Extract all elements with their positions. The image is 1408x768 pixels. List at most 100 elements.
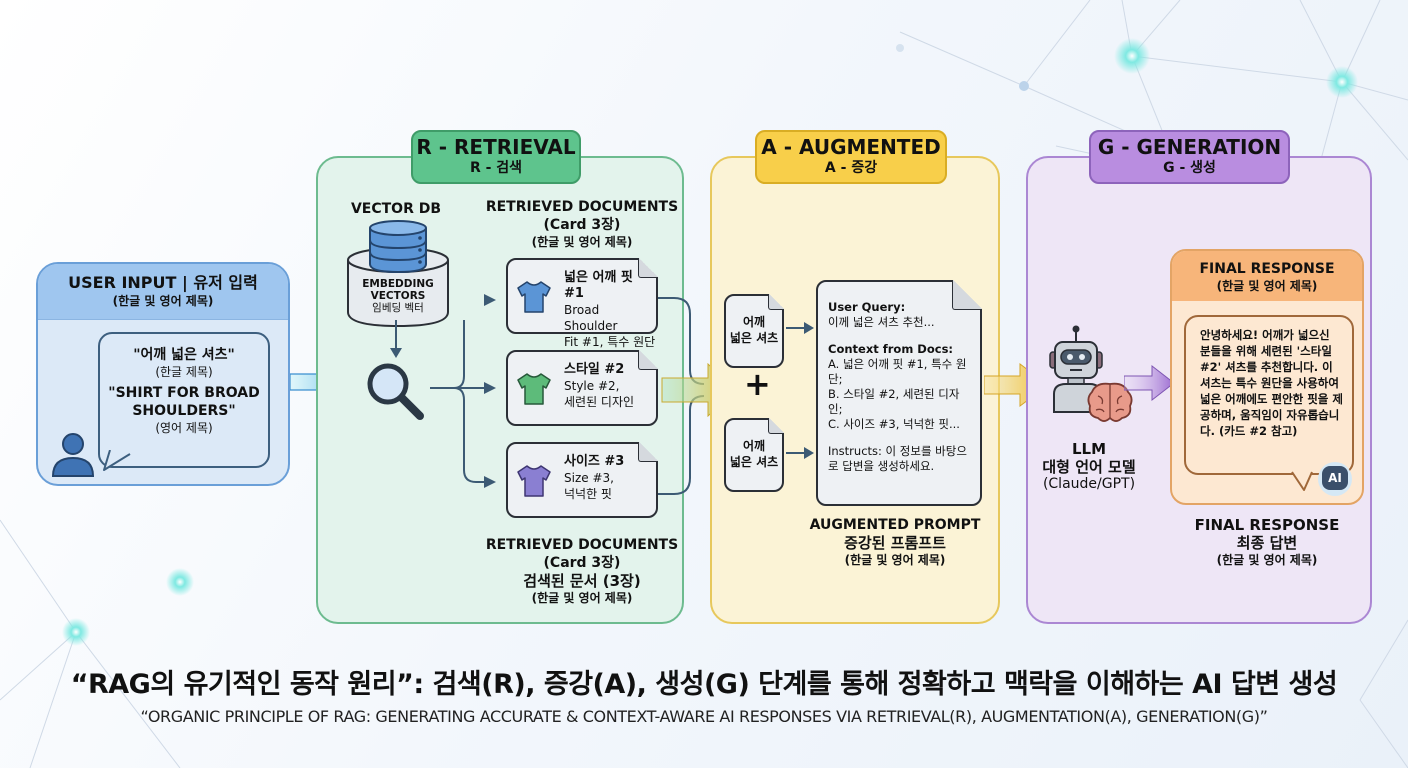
retrieved-docs-bottom-korean: 검색된 문서 (3장) [523,572,641,590]
bubble-tail [103,450,135,471]
retrieved-docs-top-label: RETRIEVED DOCUMENTS (Card 3장) (한글 및 영어 제… [480,198,684,250]
query-doc-top: 어깨 넓은 셔츠 [724,294,784,368]
retrieved-docs-note: (한글 및 영어 제목) [531,235,633,249]
arrowhead-card2 [484,382,496,394]
arrow-to-prompt-2 [786,447,814,459]
doc-card-2[interactable]: 스타일 #2 Style #2, 세련된 디자인 [506,350,658,426]
generation-subtitle: G - 생성 [1163,160,1216,176]
card-title: 넓은 어깨 핏 #1 [564,270,633,301]
llm-models: (Claude/GPT) [1042,476,1136,492]
card-text: 사이즈 #3 Size #3, 넉넉한 핏 [564,454,624,502]
user-query-bubble: "어깨 넓은 셔츠" (한글 제목) "SHIRT FOR BROAD SHOU… [98,332,270,468]
shirt-icon [517,373,551,405]
arrow-llm-to-response [1124,364,1175,402]
db-line3: 임베딩 벡터 [372,302,424,314]
llm-korean: 대형 언어 모델 [1042,458,1136,476]
doc-card-1[interactable]: 넓은 어깨 핏 #1 Broad Shoulder Fit #1, 특수 원단 [506,258,658,349]
retrieval-connectors [390,320,492,483]
llm-label: LLM 대형 언어 모델 (Claude/GPT) [1030,440,1148,493]
llm-robot-icon [1049,325,1103,413]
ai-badge-icon: AI [1322,466,1348,490]
final-response-panel: FINAL RESPONSE (한글 및 영어 제목) 안녕하세요! 어깨가 넓… [1170,249,1364,505]
vector-db-label: VECTOR DB [350,201,442,217]
db-line1: EMBEDDING [362,278,434,290]
prompt-context-label: Context from Docs: [828,342,954,356]
augmented-tag: A - AUGMENTED A - 증강 [755,130,947,184]
caption-english: “ORGANIC PRINCIPLE OF RAG: GENERATING AC… [140,707,1268,726]
generation-tag: G - GENERATION G - 생성 [1089,130,1290,184]
card-text: 넓은 어깨 핏 #1 Broad Shoulder Fit #1, 특수 원단 [564,270,656,350]
prompt-instructs: Instructs: 이 정보를 바탕으로 답변을 생성하세요. [828,444,967,473]
shirt-icon [517,281,551,313]
response-bubble-tail [1291,470,1313,491]
augmented-title: A - AUGMENTED [761,135,941,159]
shirt-icon [517,465,551,497]
augmented-prompt-note: (한글 및 영어 제목) [844,553,946,567]
page-fold [638,258,658,278]
arrowhead-card3 [484,476,496,488]
card-title: 사이즈 #3 [564,454,625,469]
augmented-subtitle: A - 증강 [824,160,878,176]
page-fold [768,418,784,434]
final-response-korean: 최종 답변 [1236,534,1298,552]
caption-korean: “RAG의 유기적인 동작 원리”: 검색(R), 증강(A), 생성(G) 단… [70,669,1338,700]
prompt-user-query-text: 이께 넓은 셔츠 추천... [828,315,935,329]
card-line1: Size #3, [564,471,614,485]
page-fold [638,350,658,370]
user-icon [51,433,95,477]
retrieval-title: R - RETRIEVAL [416,135,576,159]
mini-doc-line2: 넓은 셔츠 [729,455,779,469]
retrieval-tag: R - RETRIEVAL R - 검색 [411,130,581,184]
search-icon [367,363,424,420]
query-korean-note: (한글 제목) [155,365,213,379]
page-fold [638,442,658,462]
prompt-user-query-label: User Query: [828,300,906,314]
query-english-note: (영어 제목) [155,421,213,435]
retrieved-docs-bottom-note: (한글 및 영어 제목) [531,591,633,605]
embedding-vectors-label: EMBEDDING VECTORS 임베딩 벡터 [346,278,450,314]
arrow-to-prompt-1 [786,322,814,334]
db-line2: VECTORS [370,290,426,302]
prompt-context-a: A. 넓은 어깨 핏 #1, 특수 원단; [828,357,967,386]
doc-card-3[interactable]: 사이즈 #3 Size #3, 넉넉한 핏 [506,442,658,518]
response-text: 안녕하세요! 어깨가 넓으신 분들을 위해 세련된 '스타일 #2' 셔츠를 추… [1200,328,1343,438]
retrieved-docs-bottom-title: RETRIEVED DOCUMENTS [485,537,679,553]
prompt-context-b: B. 스타일 #2, 세련된 디자인; [828,387,960,416]
vector-db-icon [347,220,449,328]
final-response-header: FINAL RESPONSE (한글 및 영어 제목) [1172,251,1362,301]
augmented-prompt-doc: User Query: 이께 넓은 셔츠 추천... Context from … [816,280,982,506]
card-line2: 넉넉한 핏 [564,487,612,501]
final-response-note: (한글 및 영어 제목) [1216,553,1318,567]
final-response-head-subtitle: (한글 및 영어 제목) [1216,279,1318,293]
augmented-prompt-korean: 증강된 프롬프트 [844,534,946,552]
final-response-label: FINAL RESPONSE 최종 답변 (한글 및 영어 제목) [1170,516,1364,568]
llm-title: LLM [1071,440,1107,458]
card-line1: Style #2, [564,379,620,393]
card-text: 스타일 #2 Style #2, 세련된 디자인 [564,362,634,410]
arrowhead-card1 [484,294,496,306]
page-fold [768,294,784,310]
user-input-subtitle: (한글 및 영어 제목) [112,294,214,308]
response-bubble: 안녕하세요! 어깨가 넓으신 분들을 위해 세련된 '스타일 #2' 셔츠를 추… [1184,315,1354,475]
card-line1: Broad Shoulder [564,303,618,333]
page-fold [952,280,982,310]
query-english-line1: "SHIRT FOR BROAD [108,385,260,401]
retrieved-docs-title: RETRIEVED DOCUMENTS [485,199,679,215]
user-input-header: USER INPUT | 유저 입력 (한글 및 영어 제목) [38,264,288,320]
retrieved-docs-bottom-count: (Card 3장) [543,555,621,571]
generation-title: G - GENERATION [1097,135,1282,159]
query-doc-bottom: 어깨 넓은 셔츠 [724,418,784,492]
plus-sign: + [744,365,771,403]
mini-doc-line1: 어깨 [742,315,766,329]
retrieval-subtitle: R - 검색 [469,160,523,176]
card-line2: 세련된 디자인 [564,395,635,409]
retrieved-docs-bottom-label: RETRIEVED DOCUMENTS (Card 3장) 검색된 문서 (3장… [480,536,684,606]
prompt-context-c: C. 사이즈 #3, 넉넉한 핏... [828,417,960,431]
augmented-prompt-title: AUGMENTED PROMPT [809,517,981,533]
card-line2: Fit #1, 특수 원단 [564,335,656,349]
brain-icon [1087,382,1133,422]
card-title: 스타일 #2 [564,362,625,377]
query-english-line2: SHOULDERS" [132,403,236,419]
user-input-title: USER INPUT | 유저 입력 [68,273,258,292]
final-response-head-title: FINAL RESPONSE [1199,261,1335,277]
